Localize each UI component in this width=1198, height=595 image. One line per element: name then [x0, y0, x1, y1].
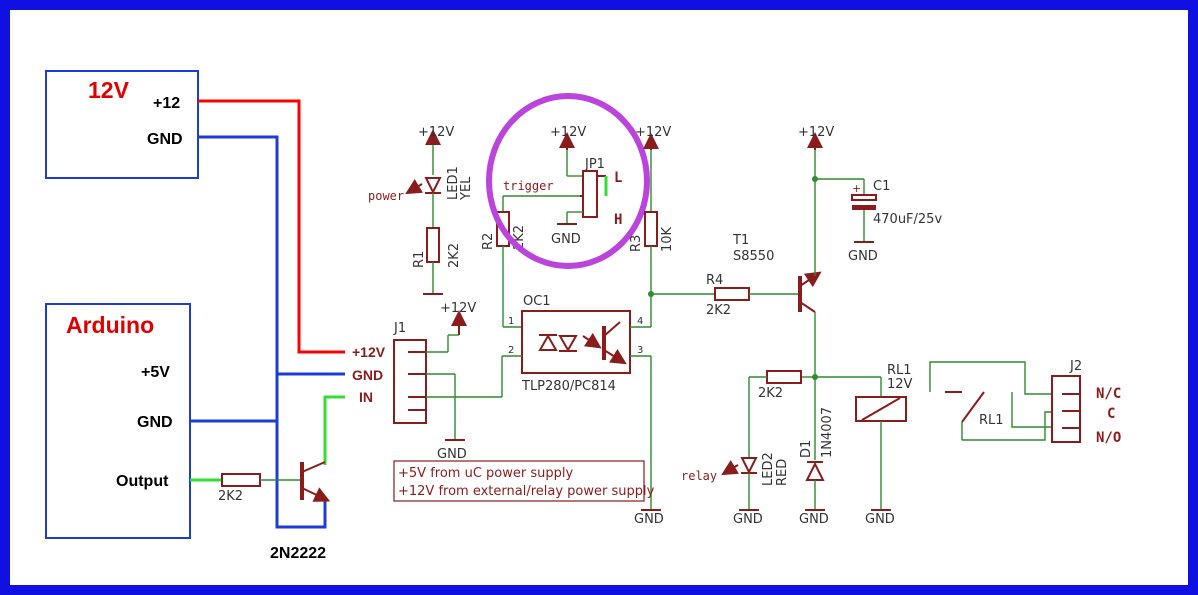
j2-c-label: C [1107, 406, 1115, 422]
r3-branch: +12V R3 10K [629, 125, 675, 327]
rl1-switch-label: RL1 [979, 413, 1004, 428]
r2-name: R2 [481, 233, 496, 250]
led1-vcc-label: +12V [418, 125, 454, 140]
led2-color: RED [775, 459, 790, 486]
power-pin-plus: +12 [153, 95, 180, 112]
j1-pin-in: IN [359, 389, 373, 405]
j1-gnd-label: GND [437, 447, 467, 462]
r1-name: R1 [412, 251, 427, 268]
highlight-circle [486, 93, 650, 269]
jp1-l-label: L [614, 170, 622, 186]
oc1-pin2: 2 [508, 345, 514, 356]
r3-value: 10K [660, 226, 675, 252]
trigger-label: trigger [503, 179, 554, 193]
arduino-block: Arduino +5V GND Output [45, 303, 191, 539]
jp1-name: JP1 [584, 157, 605, 172]
t1-part: S8550 [733, 249, 774, 264]
j2-no-label: N/O [1096, 430, 1121, 446]
note-line-2: +12V from external/relay power supply [398, 484, 655, 499]
led1-name: LED1 [446, 166, 461, 200]
c1-value: 470uF/25v [873, 212, 942, 227]
oc1-part: TLP280/PC814 [521, 379, 616, 394]
led2-name: LED2 [761, 452, 776, 486]
relay-led-label: relay [681, 469, 717, 483]
trigger-jumper-section: R2 2K2 trigger +12V JP1 L H GND [481, 125, 622, 328]
relay-rl1-coil: RL1 12V GND [815, 363, 913, 527]
j2-nc-label: N/C [1096, 386, 1121, 402]
power-led-branch: +12V power LED1 YEL R1 2K2 [368, 125, 474, 295]
arduino-pin-5v: +5V [141, 364, 170, 381]
diode-d1: D1 1N4007 GND [799, 407, 835, 527]
capacitor-c1: + C1 470uF/25v GND [815, 178, 942, 264]
d1-gnd-label: GND [799, 512, 829, 527]
j1-vcc-label: +12V [440, 301, 476, 316]
arduino-pin-output: Output [116, 473, 169, 490]
optocoupler-oc1: GND OC1 TLP280/PC814 1 2 3 4 [501, 294, 664, 527]
r4-value: 2K2 [706, 303, 731, 318]
r3-vcc-label: +12V [635, 125, 671, 140]
power-led-label: power [368, 189, 404, 203]
r3-name: R3 [629, 235, 644, 252]
relay-led-branch: 2K2 relay LED2 RED GND [681, 370, 815, 527]
t1-name: T1 [732, 233, 749, 248]
npn-transistor-2n2222: 2K2 2N2222 [218, 461, 331, 562]
c1-plus: + [852, 182, 861, 195]
external-wiring [190, 99, 345, 529]
jp1-vcc-label: +12V [550, 125, 586, 140]
r5-value: 2K2 [758, 386, 783, 401]
led2-gnd-label: GND [733, 512, 763, 527]
d1-name: D1 [799, 440, 814, 458]
r4-t1-section: R4 2K2 T1 S8550 +12V [651, 125, 834, 460]
rl1-gnd-label: GND [865, 512, 895, 527]
oc1-pin4: 4 [637, 316, 643, 327]
oc1-gnd-label: GND [634, 512, 664, 527]
r1-value: 2K2 [447, 243, 462, 268]
c1-name: C1 [873, 179, 890, 194]
j1-name: J1 [393, 321, 406, 336]
led1-color: YEL [459, 176, 474, 201]
jp1-h-label: H [614, 212, 622, 228]
t1-vcc-label: +12V [798, 125, 834, 140]
transistor-name: 2N2222 [270, 545, 326, 562]
rl1-name: RL1 [887, 363, 912, 378]
d1-part: 1N4007 [820, 407, 835, 458]
c1-gnd-label: GND [848, 249, 878, 264]
j1-pin-12v: +12V [352, 344, 386, 360]
j2-name: J2 [1069, 359, 1082, 374]
power-title: 12V [88, 77, 130, 103]
oc1-pin1: 1 [508, 316, 514, 327]
note-line-1: +5V from uC power supply [398, 466, 573, 481]
oc1-name: OC1 [523, 294, 551, 309]
power-note-box: +5V from uC power supply +12V from exter… [393, 460, 655, 502]
arduino-pin-gnd: GND [137, 414, 173, 431]
oc1-pin3: 3 [637, 345, 643, 356]
connector-j1: +12V GND J1 +12V GND IN [352, 301, 502, 462]
j1-pin-gnd: GND [352, 367, 383, 383]
power-supply-block: 12V +12 GND [45, 70, 199, 179]
power-pin-gnd: GND [147, 131, 183, 148]
transistor-resistor-label: 2K2 [218, 489, 243, 504]
r4-name: R4 [706, 273, 723, 288]
arduino-title: Arduino [66, 312, 154, 338]
relay-switch-j2: RL1 J2 N/C C N/O [929, 359, 1121, 446]
jp1-gnd-label: GND [551, 232, 581, 247]
rl1-voltage: 12V [887, 377, 913, 392]
